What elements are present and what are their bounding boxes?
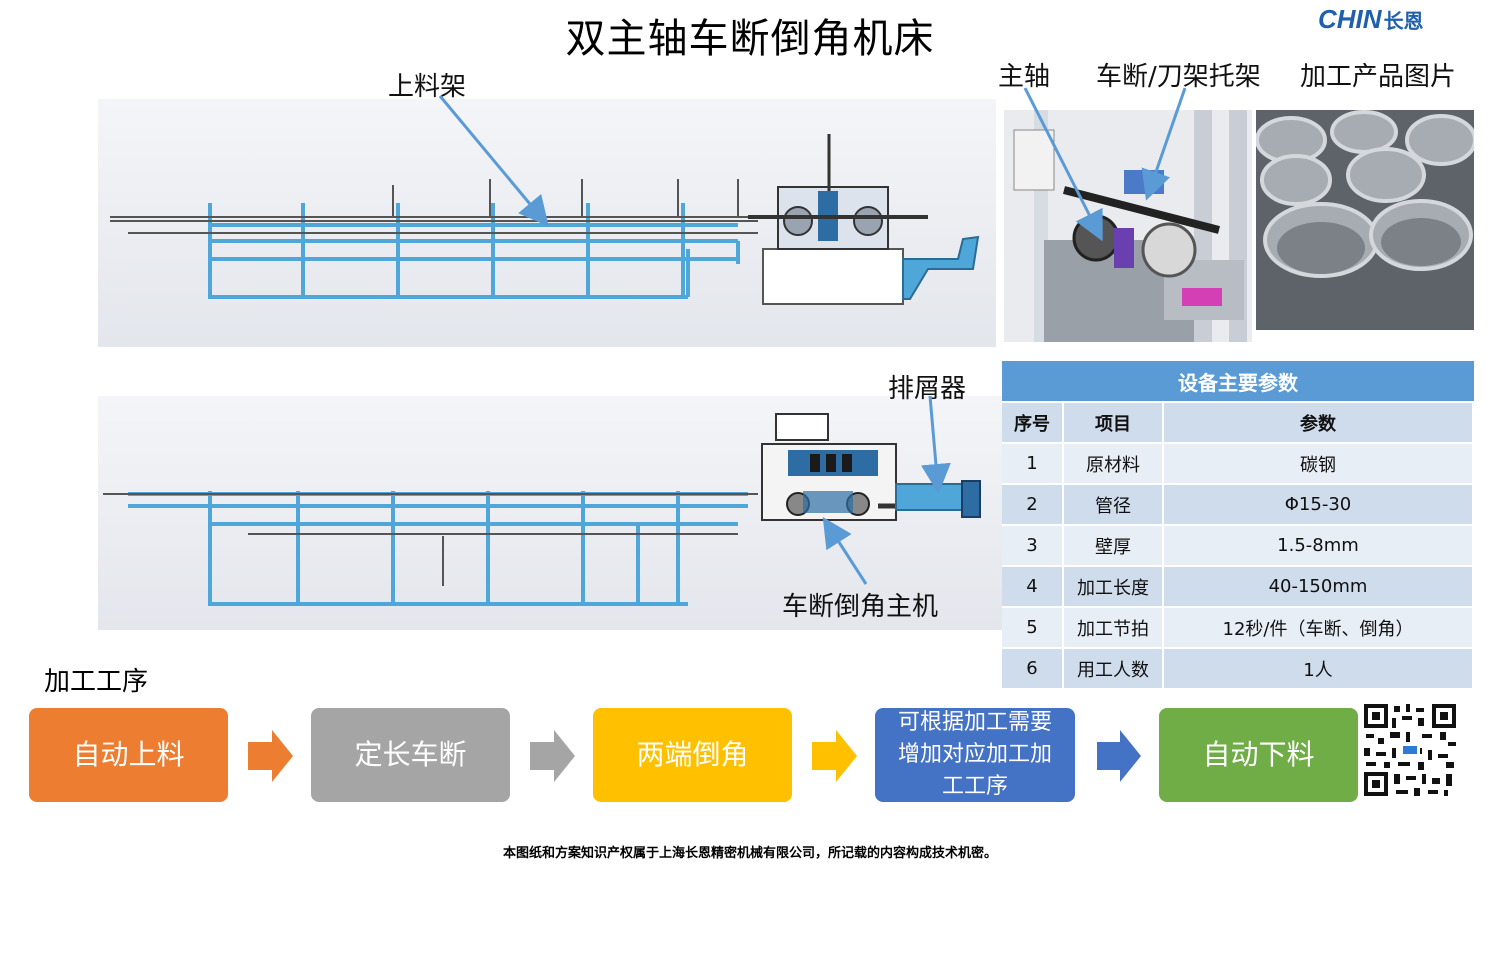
callout-chip-conveyor: 排屑器 bbox=[888, 374, 967, 404]
logo-latin: CHIN bbox=[1318, 4, 1382, 34]
callout-spindle: 主轴 bbox=[998, 62, 1051, 92]
table-cell: 管径 bbox=[1064, 483, 1164, 524]
spindle-closeup-svg bbox=[1004, 110, 1252, 342]
process-step-auto-unloading: 自动下料 bbox=[1159, 708, 1358, 802]
process-step-optional-extra: 可根据加工需要增加对应加工加工工序 bbox=[875, 708, 1075, 802]
logo-cn: 长恩 bbox=[1383, 11, 1424, 33]
table-cell: 原材料 bbox=[1064, 442, 1164, 483]
table-header-index: 序号 bbox=[1002, 401, 1064, 442]
table-cell: 2 bbox=[1002, 483, 1064, 524]
flow-arrow-3 bbox=[812, 730, 857, 782]
footer-confidentiality-note: 本图纸和方案知识产权属于上海长恩精密机械有限公司，所记载的内容构成技术机密。 bbox=[502, 846, 997, 861]
table-row: 5 加工节拍 12秒/件（车断、倒角） bbox=[1002, 606, 1474, 647]
table-cell: 加工长度 bbox=[1064, 565, 1164, 606]
callout-product-photo: 加工产品图片 bbox=[1300, 62, 1457, 92]
page-title: 双主轴车断倒角机床 bbox=[565, 16, 935, 62]
flow-arrow-1 bbox=[248, 730, 293, 782]
callout-cutter-holder: 车断/刀架托架 bbox=[1096, 62, 1261, 92]
table-title: 设备主要参数 bbox=[1002, 361, 1474, 401]
table-row: 3 壁厚 1.5-8mm bbox=[1002, 524, 1474, 565]
qr-code-svg bbox=[1362, 702, 1458, 798]
table-cell: Φ15-30 bbox=[1164, 483, 1474, 524]
table-cell: 40-150mm bbox=[1164, 565, 1474, 606]
qr-code bbox=[1362, 702, 1458, 798]
machine-side-view-drawing bbox=[98, 99, 996, 347]
table-row: 2 管径 Φ15-30 bbox=[1002, 483, 1474, 524]
callout-feed-rack: 上料架 bbox=[388, 72, 467, 102]
table-cell: 用工人数 bbox=[1064, 647, 1164, 688]
product-photo-image bbox=[1256, 110, 1474, 330]
table-cell: 5 bbox=[1002, 606, 1064, 647]
flow-arrow-4 bbox=[1097, 730, 1141, 782]
table-cell: 1人 bbox=[1164, 647, 1474, 688]
table-cell: 加工节拍 bbox=[1064, 606, 1164, 647]
machine-front-view-drawing bbox=[98, 396, 1002, 630]
table-row: 1 原材料 碳钢 bbox=[1002, 442, 1474, 483]
table-header-item: 项目 bbox=[1064, 401, 1164, 442]
table-cell: 1 bbox=[1002, 442, 1064, 483]
table-cell: 1.5-8mm bbox=[1164, 524, 1474, 565]
table-row: 6 用工人数 1人 bbox=[1002, 647, 1474, 688]
table-cell: 4 bbox=[1002, 565, 1064, 606]
table-cell: 3 bbox=[1002, 524, 1064, 565]
process-section-label: 加工工序 bbox=[44, 667, 149, 697]
table-cell: 壁厚 bbox=[1064, 524, 1164, 565]
table-header-value: 参数 bbox=[1164, 401, 1474, 442]
flow-arrow-2 bbox=[530, 730, 575, 782]
process-step-fixed-length-cutoff: 定长车断 bbox=[311, 708, 510, 802]
equipment-parameters-table: 设备主要参数 序号 项目 参数 1 原材料 碳钢 2 管径 Φ15-30 3 壁… bbox=[1002, 361, 1474, 688]
product-photo-svg bbox=[1256, 110, 1474, 330]
process-step-auto-loading: 自动上料 bbox=[29, 708, 228, 802]
table-row: 4 加工长度 40-150mm bbox=[1002, 565, 1474, 606]
table-cell: 12秒/件（车断、倒角） bbox=[1164, 606, 1474, 647]
table-cell: 6 bbox=[1002, 647, 1064, 688]
machine-side-view-svg bbox=[110, 134, 980, 305]
spindle-closeup-image bbox=[1004, 110, 1252, 342]
table-cell: 碳钢 bbox=[1164, 442, 1474, 483]
callout-main-machine: 车断倒角主机 bbox=[782, 592, 939, 622]
machine-front-view-svg bbox=[103, 413, 981, 606]
process-step-chamfer-both-ends: 两端倒角 bbox=[593, 708, 792, 802]
